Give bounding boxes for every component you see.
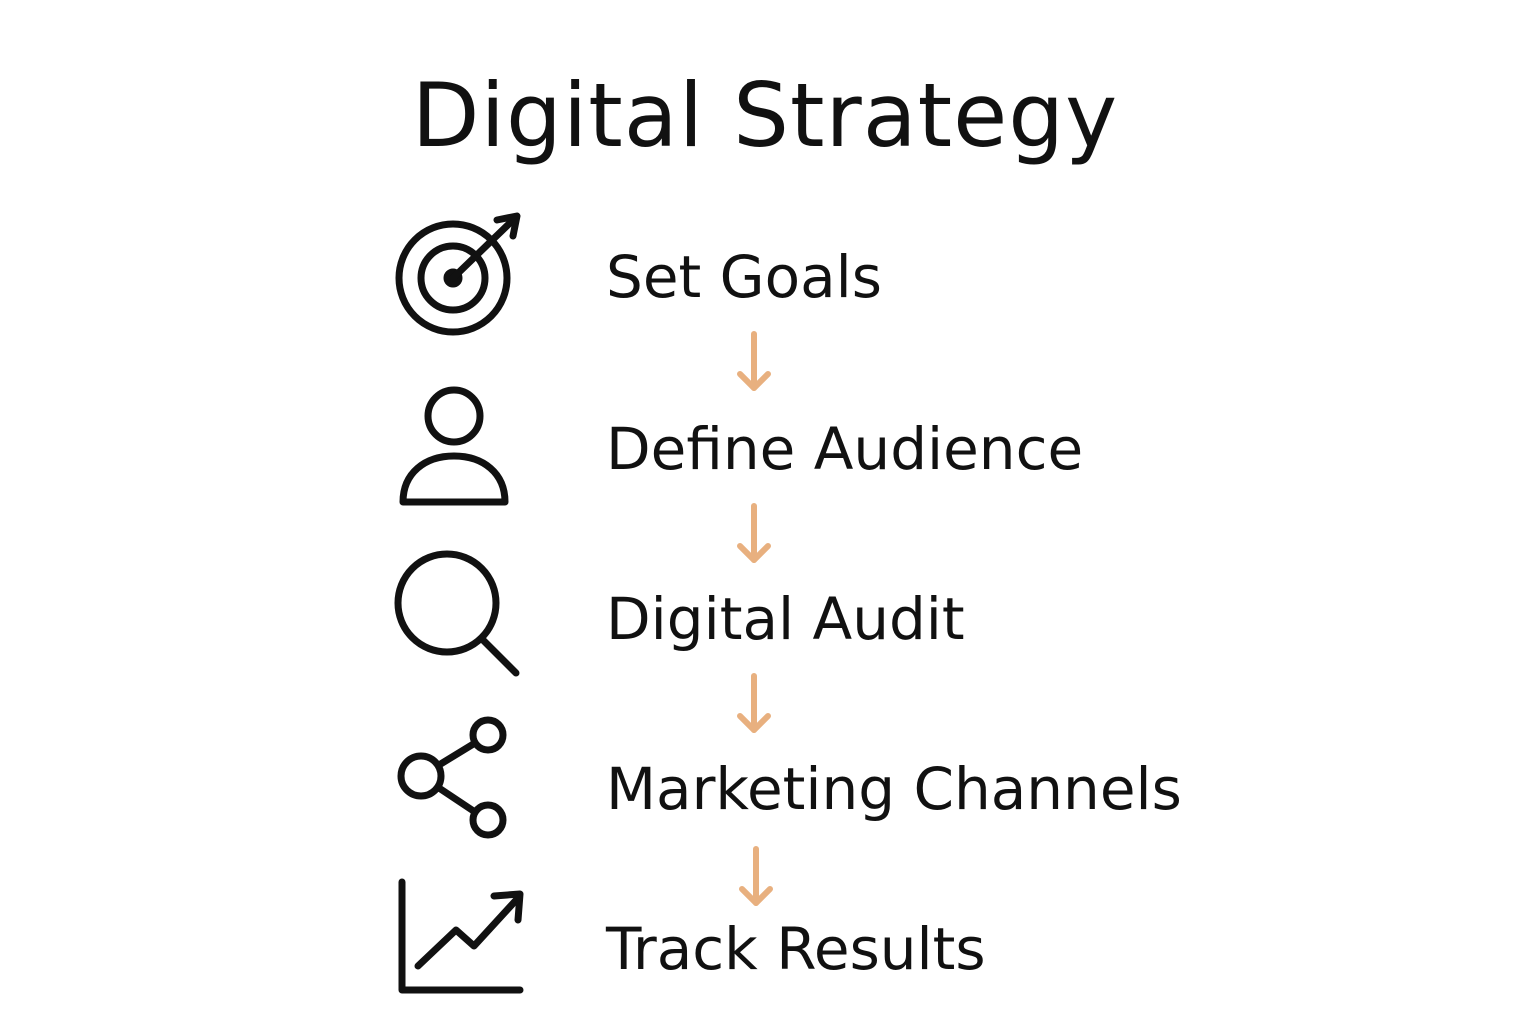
flow-arrow-3 [734, 672, 774, 736]
step-label-marketing-channels: Marketing Channels [606, 755, 1182, 823]
step-label-digital-audit: Digital Audit [606, 585, 965, 653]
magnifier-icon [385, 545, 525, 685]
target-icon [385, 208, 525, 348]
step-label-set-goals: Set Goals [606, 243, 882, 311]
step-label-track-results: Track Results [606, 915, 986, 983]
person-icon [385, 378, 525, 518]
step-label-define-audience: Define Audience [606, 415, 1084, 483]
flow-arrow-2 [734, 502, 774, 566]
flow-arrow-4 [736, 845, 776, 909]
flow-arrow-1 [734, 330, 774, 394]
diagram-title: Digital Strategy [411, 64, 1119, 167]
trend-chart-icon [390, 872, 530, 1012]
share-icon [385, 708, 525, 848]
